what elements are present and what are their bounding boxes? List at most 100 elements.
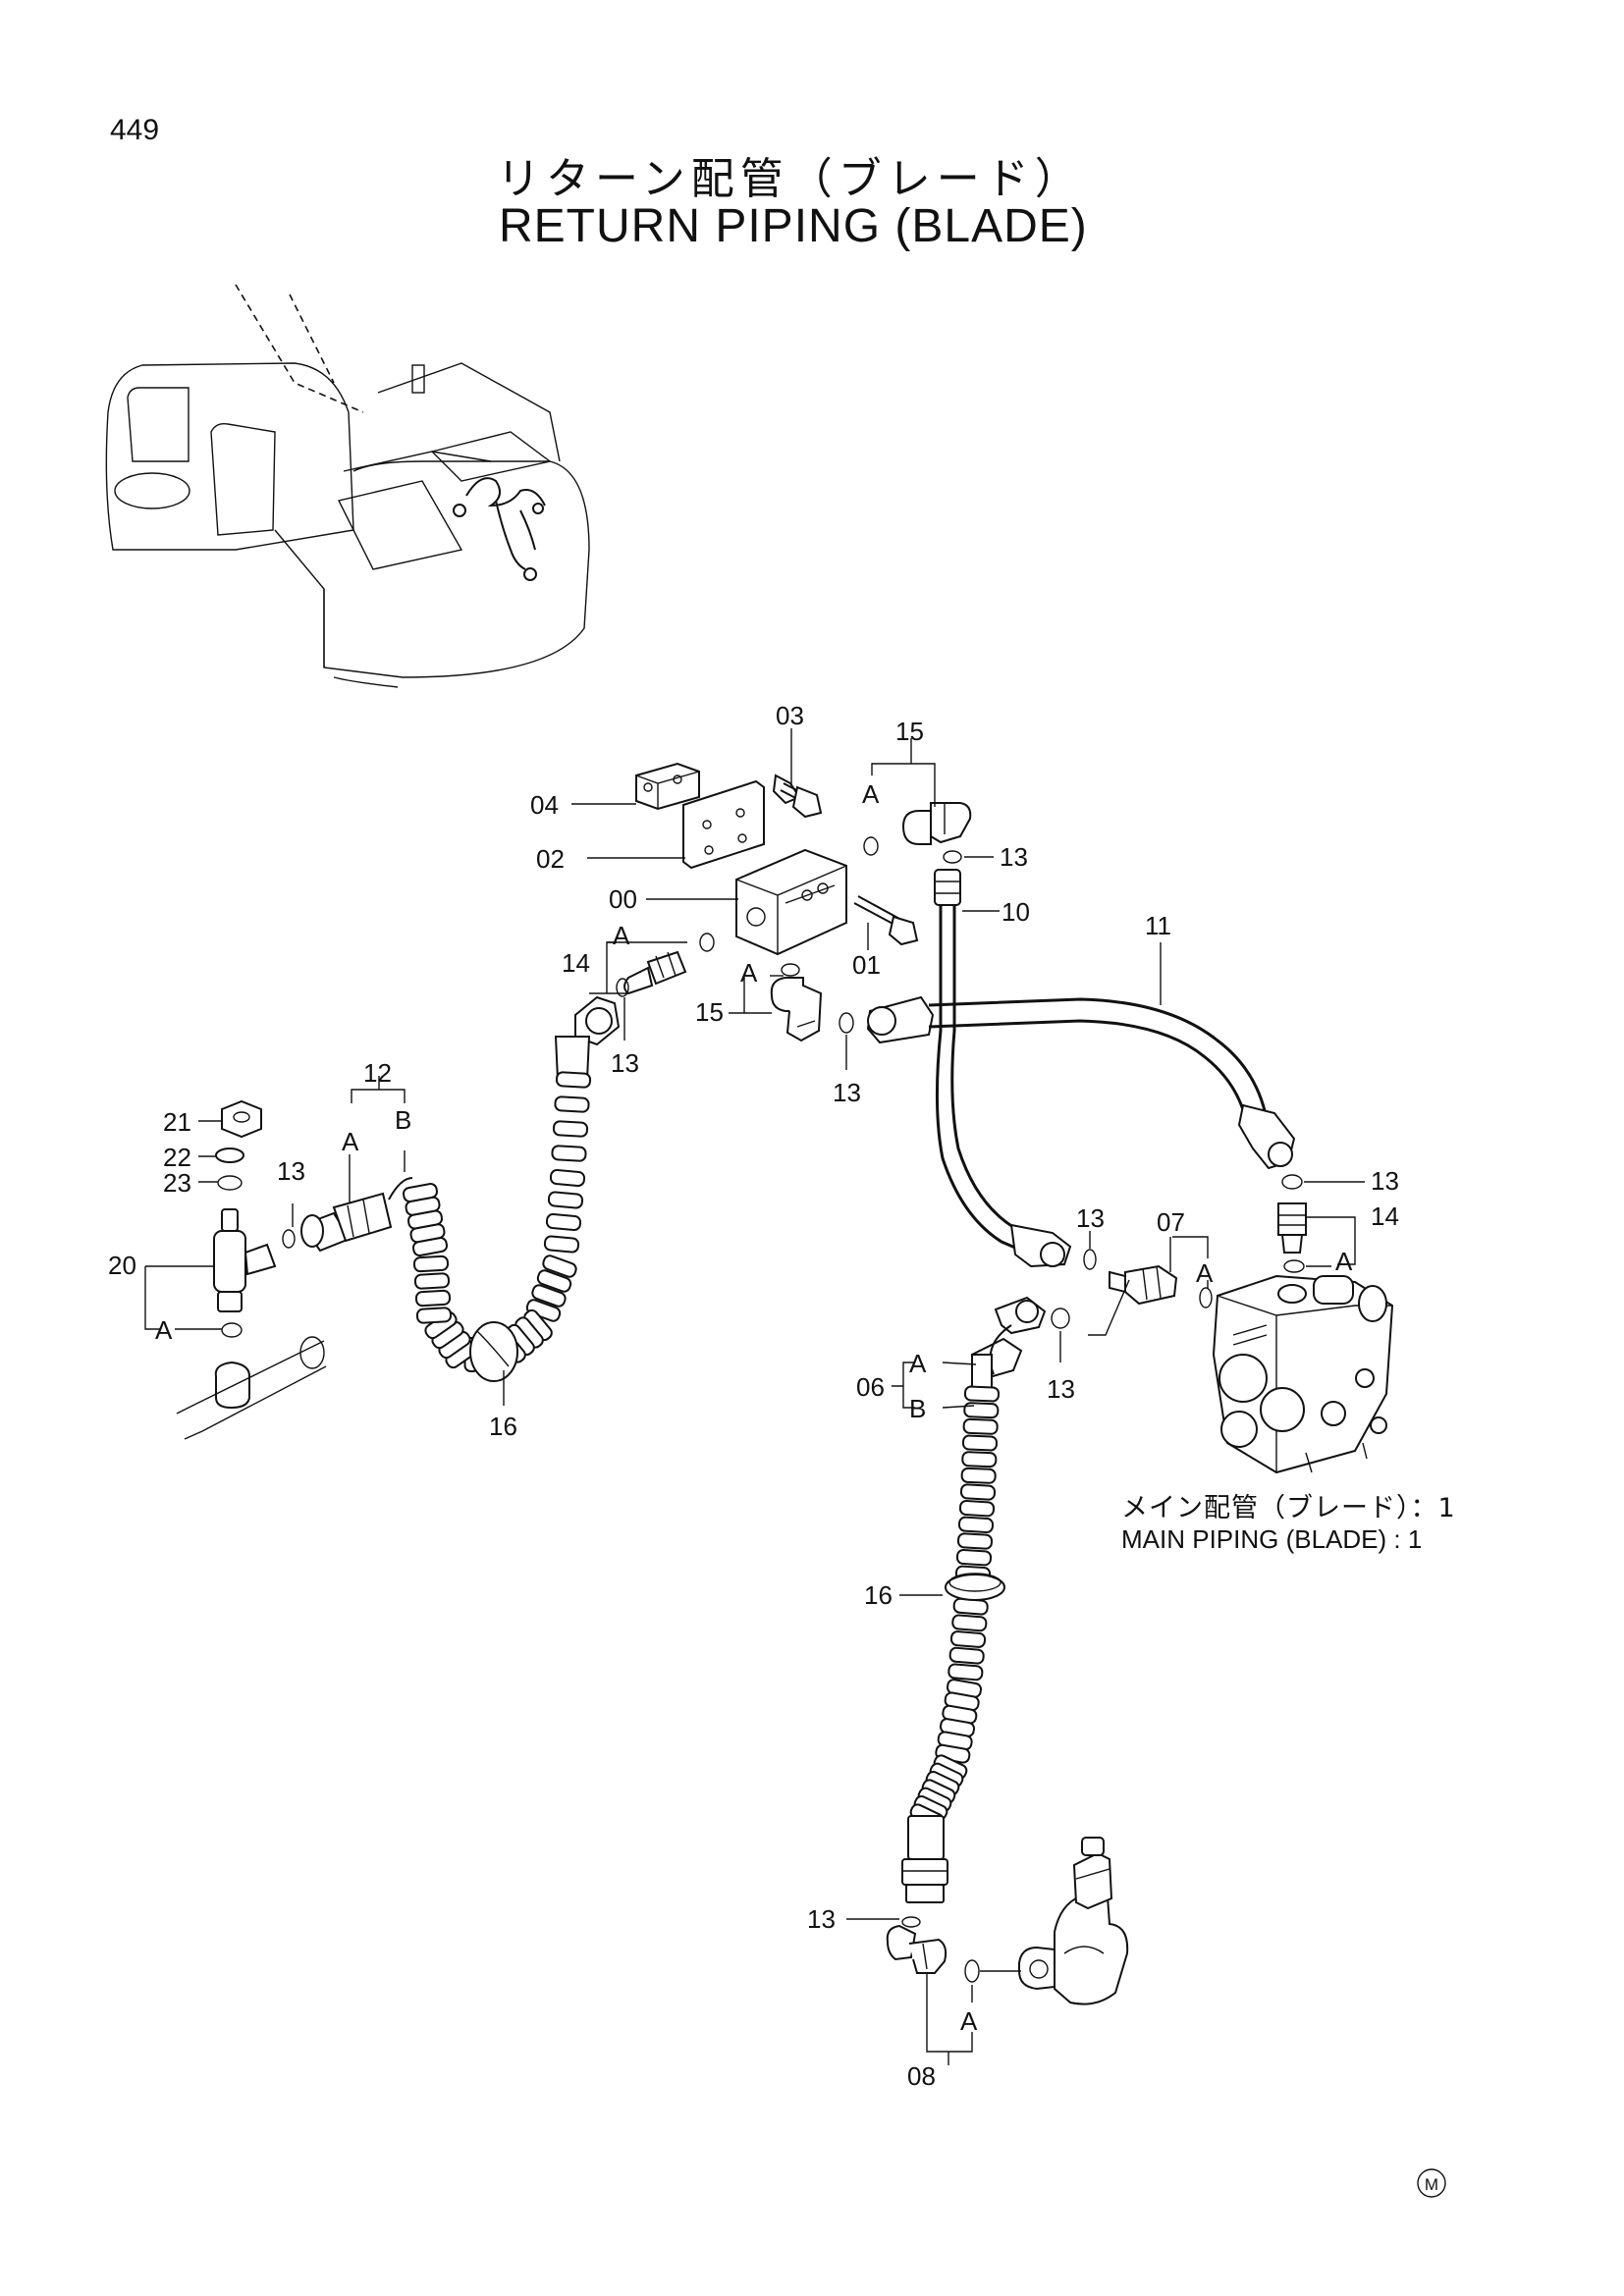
sleeve-segment	[545, 1213, 582, 1231]
page-number: 449	[110, 114, 160, 146]
sleeve-segment	[961, 1451, 998, 1468]
callout-00: 00	[609, 884, 637, 914]
sleeve-segment	[549, 1169, 586, 1187]
manufacturer-mark: M	[1417, 2168, 1446, 2198]
o-ring-13-left	[616, 978, 629, 997]
sleeve-segment	[956, 1532, 994, 1550]
callout-13-upper: 13	[1000, 842, 1028, 872]
sleeve-segment	[551, 1145, 587, 1162]
callout-a-12: A	[342, 1127, 359, 1156]
callout-13-bottom: 13	[807, 1904, 836, 1934]
hose-06-band-16	[945, 1573, 1005, 1601]
sleeve-segment	[413, 1272, 451, 1290]
hose-06-lower-fitting	[901, 1815, 948, 1903]
sleeve-segment	[947, 1663, 984, 1682]
callout-13-hose12: 13	[277, 1156, 305, 1186]
sleeve-segment	[960, 1467, 997, 1484]
o-ring-a-mid	[1199, 1287, 1213, 1308]
callout-14-left: 14	[562, 948, 590, 978]
sleeve-segment	[949, 1630, 987, 1648]
callout-15-upper: 15	[895, 717, 924, 746]
sleeve-segment	[543, 1235, 580, 1254]
hose-11	[866, 995, 1296, 1170]
callout-11: 11	[1145, 911, 1171, 940]
callout-12: 12	[363, 1058, 392, 1088]
callout-leader-lines	[144, 728, 1365, 2065]
sleeve-segment	[948, 1646, 985, 1665]
note-english: MAIN PIPING (BLADE) : 1	[1121, 1524, 1423, 1554]
o-ring-13-right	[1281, 1174, 1303, 1190]
o-ring-13-mid-lower	[1051, 1308, 1070, 1329]
hose-06	[970, 1296, 1047, 1395]
elbow-fitting-08	[886, 1924, 947, 1974]
sleeve-segment	[402, 1183, 439, 1202]
sleeve-segment	[961, 1434, 999, 1452]
callout-01: 01	[852, 950, 881, 980]
callout-13-mid-lower: 13	[1047, 1374, 1075, 1404]
o-ring-13-lower	[839, 1012, 854, 1034]
main-control-valve	[1212, 1274, 1394, 1474]
tee-fitting-20	[213, 1099, 296, 1312]
callout-23: 23	[163, 1168, 191, 1198]
callout-08: 08	[907, 2061, 936, 2091]
callout-22: 22	[163, 1143, 191, 1172]
o-ring-a-bottom	[964, 1959, 980, 1983]
blade-pump-component	[1018, 1837, 1129, 2005]
sleeve-segment	[959, 1483, 997, 1501]
sleeve-segment	[536, 1269, 572, 1293]
o-ring-a-right	[1283, 1259, 1305, 1273]
callout-b-06: B	[909, 1394, 926, 1423]
o-ring-13-bottom	[901, 1916, 921, 1928]
o-ring-a-upper	[863, 836, 879, 856]
sleeve-segment	[542, 1255, 577, 1278]
sleeve-segment	[951, 1614, 988, 1632]
connector-14-left	[623, 950, 687, 995]
title-english: RETURN PIPING (BLADE)	[499, 200, 1088, 252]
callout-14-right: 14	[1371, 1201, 1399, 1231]
callout-15-lower: 15	[695, 997, 724, 1027]
callout-a-06: A	[909, 1349, 927, 1378]
connector-07	[1109, 1264, 1178, 1306]
elbow-fitting-15-upper	[901, 802, 972, 845]
callout-a-20: A	[155, 1315, 173, 1345]
title-japanese: リターン配管（ブレード）	[497, 154, 1084, 204]
callout-03: 03	[776, 701, 804, 730]
o-ring-a-lower	[781, 963, 800, 977]
callout-a-08: A	[960, 2006, 978, 2036]
callout-a-15-upper: A	[862, 779, 880, 809]
callout-07: 07	[1157, 1207, 1185, 1237]
sleeve-segment	[412, 1255, 450, 1273]
connector-14-right	[1277, 1202, 1307, 1254]
callout-13-lower: 13	[833, 1078, 861, 1107]
hose-06-protector-sleeve	[909, 1385, 1001, 1829]
elbow-fitting-15-lower	[770, 977, 823, 1042]
callout-04: 04	[530, 790, 559, 820]
callout-20: 20	[108, 1251, 136, 1280]
callout-b-12: B	[395, 1105, 411, 1135]
sleeve-segment	[963, 1385, 1001, 1403]
sleeve-segment	[531, 1284, 567, 1308]
o-ring-13-upper	[943, 850, 962, 864]
sleeve-segment	[963, 1402, 1000, 1419]
o-ring-a-left	[699, 933, 715, 952]
hose-10	[934, 869, 1072, 1268]
callout-16-hose06: 16	[864, 1580, 893, 1610]
callout-a-14-right: A	[1335, 1247, 1353, 1276]
callout-16-hose12: 16	[489, 1412, 517, 1441]
callout-13-left: 13	[611, 1048, 639, 1078]
manufacturer-mark-letter: M	[1425, 2175, 1438, 2194]
o-ring-a-tee	[221, 1322, 243, 1338]
bolt-03	[772, 774, 823, 819]
sleeve-segment	[554, 1095, 590, 1113]
sleeve-segment	[957, 1516, 995, 1533]
o-ring-13-mid	[1083, 1249, 1097, 1270]
callout-06: 06	[856, 1372, 885, 1402]
hose-12	[300, 995, 621, 1253]
callout-a-14-left: A	[613, 921, 630, 950]
sleeve-segment	[555, 1071, 592, 1089]
excavator-overview-illustration	[105, 284, 590, 688]
hose-12-clamp-16	[469, 1321, 518, 1382]
valve-block-assembly	[635, 762, 847, 956]
sleeve-segment	[958, 1500, 996, 1518]
